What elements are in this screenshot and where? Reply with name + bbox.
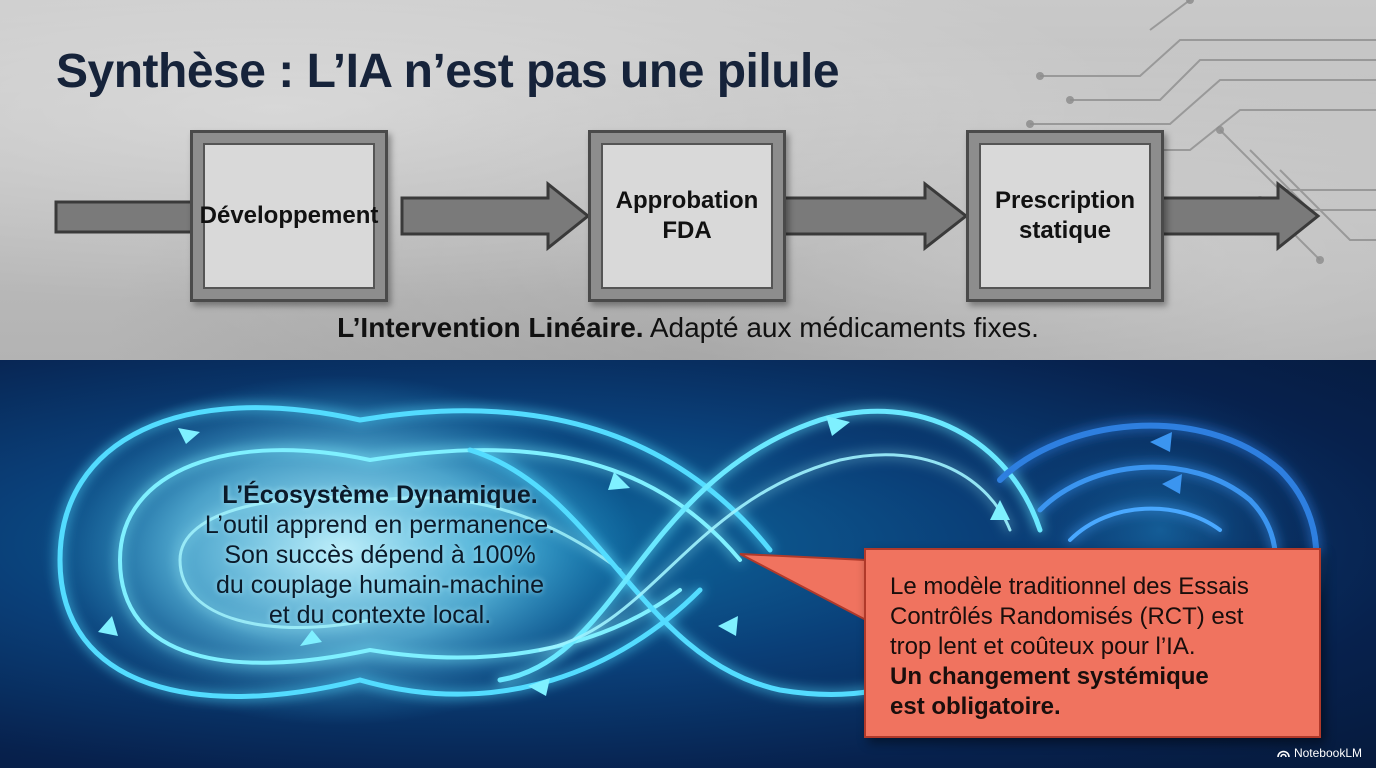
arrow-head-icon	[1150, 432, 1172, 452]
flow-arrow-2	[400, 180, 591, 252]
loop-outer-left	[57, 405, 773, 699]
ecosystem-section: L’Écosystème Dynamique. L’outil apprend …	[0, 360, 1376, 768]
loop-mid-left	[178, 496, 622, 629]
page-title: Synthèse : L’IA n’est pas une pilule	[56, 45, 840, 98]
flow-arrow-1	[54, 200, 202, 234]
arrow-head-icon	[300, 630, 322, 646]
rct-callout: Le modèle traditionnel des Essais Contrô…	[864, 548, 1321, 738]
flow-arrow-4	[1158, 180, 1321, 252]
linear-flow: Développement Approbation FDA Prescripti…	[0, 120, 1376, 310]
loop-cross-b	[497, 408, 1043, 683]
brand-badge: NotebookLM	[1277, 746, 1362, 760]
ecosystem-title: L’Écosystème Dynamique.	[222, 481, 538, 509]
arrow-head-icon	[990, 500, 1010, 520]
arrow-head-icon	[826, 416, 850, 436]
linear-caption: L’Intervention Linéaire. Adapté aux médi…	[0, 312, 1376, 344]
loop-cross-c	[538, 453, 1012, 652]
stage-label: Développement	[199, 202, 379, 229]
callout-line: Contrôlés Randomisés (RCT) est	[890, 603, 1244, 630]
arrow-head-icon	[178, 428, 200, 444]
brand-label: NotebookLM	[1293, 746, 1362, 760]
stage-box-approbation: Approbation FDA	[588, 130, 786, 302]
stage-box-prescription: Prescription statique	[966, 130, 1164, 302]
arrow-head-icon	[528, 678, 550, 696]
linear-section: Synthèse : L’IA n’est pas une pilule	[0, 0, 1376, 360]
ecosystem-line: du couplage humain-machine	[216, 571, 544, 599]
callout-line: Le modèle traditionnel des Essais	[890, 573, 1249, 600]
flow-arrow-3	[778, 180, 969, 252]
notebooklm-logo-icon	[1277, 750, 1290, 758]
stage-box-developpement: Développement	[190, 130, 388, 302]
ecosystem-text: L’Écosystème Dynamique. L’outil apprend …	[160, 480, 600, 630]
ecosystem-line: Son succès dépend à 100%	[224, 541, 536, 569]
stage-label: Prescription statique	[994, 187, 1136, 244]
loop-right-core	[1068, 506, 1222, 542]
caption-bold: L’Intervention Linéaire.	[337, 312, 644, 343]
callout-bold-line: Un changement systémique	[890, 663, 1209, 690]
ecosystem-line: et du contexte local.	[268, 601, 492, 629]
callout-bold-line: est obligatoire.	[890, 693, 1061, 720]
arrow-head-icon	[98, 616, 118, 636]
arrow-head-icon	[718, 616, 738, 636]
stage-label: Approbation FDA	[615, 187, 759, 244]
loop-inner-left	[117, 448, 742, 665]
callout-tail	[739, 553, 867, 622]
callout-line: trop lent et coûteux pour l’IA.	[890, 633, 1196, 660]
arrow-head-icon	[1162, 474, 1182, 494]
caption-rest: Adapté aux médicaments fixes.	[643, 312, 1039, 343]
arrow-head-icon	[608, 472, 630, 490]
ecosystem-line: L’outil apprend en permanence.	[204, 511, 556, 539]
